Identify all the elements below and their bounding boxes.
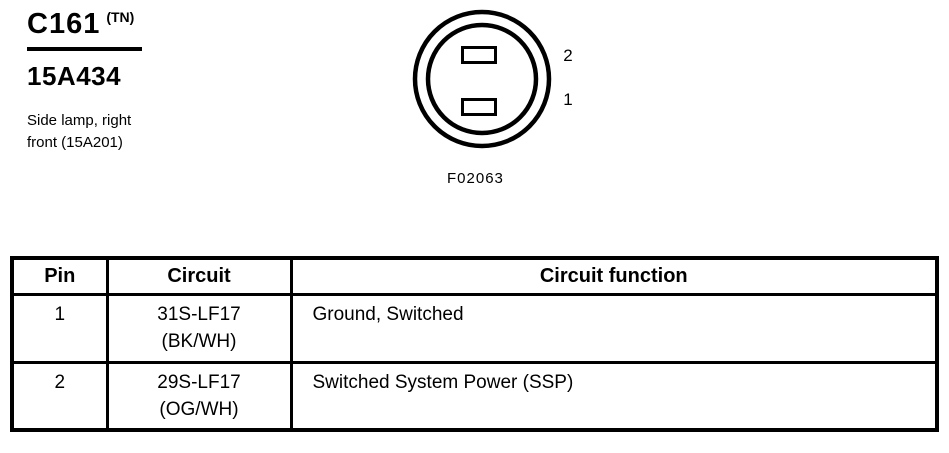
circuit-cell: 31S-LF17 (BK/WH)	[105, 292, 293, 364]
connector-inner-ring	[425, 22, 539, 136]
pin-cell: 2	[10, 360, 109, 432]
table-header-row: Pin Circuit Circuit function	[10, 256, 939, 296]
circuit-function-cell: Switched System Power (SSP)	[289, 360, 939, 432]
connector-header: C161 (TN)	[27, 8, 143, 51]
figure-id-caption: F02063	[447, 170, 504, 187]
connector-face-diagram	[412, 9, 552, 149]
pinout-table-container: Pin Circuit Circuit function 1 31S-LF17 …	[10, 256, 939, 432]
pin-1-label: 1	[563, 90, 573, 109]
pin-cell: 1	[10, 292, 109, 364]
table-row: 2 29S-LF17 (OG/WH) Switched System Power…	[10, 360, 939, 432]
circuit-cell: 29S-LF17 (OG/WH)	[105, 360, 293, 432]
part-number: 15A434	[27, 61, 122, 91]
pin-slot-1	[461, 98, 497, 116]
header-circuit-function: Circuit function	[289, 256, 939, 296]
circuit-function-cell: Ground, Switched	[289, 292, 939, 364]
connector-description: Side lamp, right front (15A201)	[27, 112, 132, 151]
pinout-table: Pin Circuit Circuit function 1 31S-LF17 …	[10, 256, 939, 432]
connector-id: C161 (TN)	[27, 8, 143, 51]
header-pin: Pin	[10, 256, 109, 296]
table-row: 1 31S-LF17 (BK/WH) Ground, Switched	[10, 292, 939, 364]
pin-2-label: 2	[563, 46, 573, 65]
connector-outer-ring	[412, 9, 552, 149]
header-circuit: Circuit	[105, 256, 293, 296]
connector-color-code: (TN)	[106, 9, 135, 25]
pin-slot-2	[461, 46, 497, 64]
connector-id-text: C161	[27, 8, 101, 40]
